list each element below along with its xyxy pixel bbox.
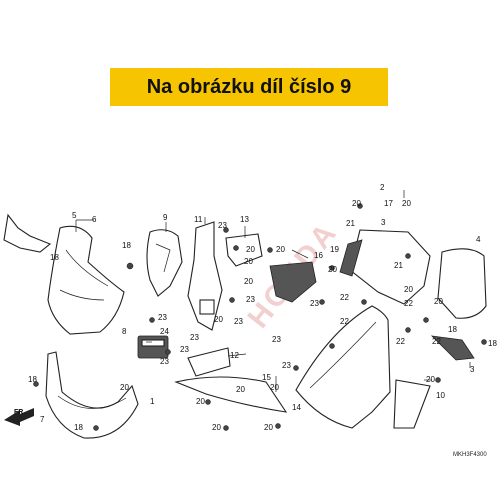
callout-21: 21 xyxy=(346,219,355,228)
callout-9: 9 xyxy=(163,213,168,222)
part-duct xyxy=(187,347,231,377)
callout-15: 15 xyxy=(262,373,271,382)
callout-18: 18 xyxy=(448,325,457,334)
leader-lines xyxy=(75,190,471,392)
part-small-cover xyxy=(225,233,263,267)
callout-12: 12 xyxy=(230,351,239,360)
callout-23: 23 xyxy=(234,317,243,326)
part-lamp-unit xyxy=(137,335,169,359)
callout-7: 7 xyxy=(40,415,45,424)
callout-18: 18 xyxy=(488,339,497,348)
callout-20: 20 xyxy=(402,199,411,208)
callout-20: 20 xyxy=(120,383,129,392)
callout-20: 20 xyxy=(426,375,435,384)
callout-20: 20 xyxy=(196,397,205,406)
callout-23: 23 xyxy=(272,335,281,344)
callout-20: 20 xyxy=(212,423,221,432)
callout-20: 20 xyxy=(434,297,443,306)
callout-3: 3 xyxy=(470,365,475,374)
callout-20: 20 xyxy=(244,257,253,266)
callout-20: 20 xyxy=(276,245,285,254)
front-label: FR. xyxy=(14,409,26,416)
banner-text: Na obrázku díl číslo 9 xyxy=(146,75,352,98)
part-side-inner-panel xyxy=(339,229,431,305)
callout-18: 18 xyxy=(28,375,37,384)
callout-22: 22 xyxy=(404,299,413,308)
callout-23: 23 xyxy=(310,299,319,308)
callout-20: 20 xyxy=(214,315,223,324)
part-lower-cowl xyxy=(45,351,139,439)
callout-23: 23 xyxy=(160,357,169,366)
part-side-garnish xyxy=(430,335,475,361)
callout-6: 6 xyxy=(92,215,97,224)
part-upper-cowl xyxy=(3,213,125,335)
callout-17: 17 xyxy=(384,199,393,208)
callout-23: 23 xyxy=(190,333,199,342)
callout-19: 19 xyxy=(330,245,339,254)
callout-20: 20 xyxy=(352,199,361,208)
callout-23: 23 xyxy=(218,221,227,230)
front-arrow-icon xyxy=(4,408,34,426)
part-dark-panel xyxy=(269,261,317,303)
callout-4: 4 xyxy=(476,235,481,244)
callout-16: 16 xyxy=(314,251,323,260)
callout-labels: 5 6 9 11 23 13 20 20 2 20 17 20 21 3 4 1… xyxy=(28,183,497,432)
fastener-set xyxy=(33,203,487,431)
callout-22: 22 xyxy=(340,293,349,302)
part-center-bracket xyxy=(187,221,223,331)
callout-24: 24 xyxy=(160,327,169,336)
callout-18: 18 xyxy=(74,423,83,432)
callout-10: 10 xyxy=(436,391,445,400)
callout-22: 22 xyxy=(396,337,405,346)
callout-22: 22 xyxy=(432,337,441,346)
callout-1: 1 xyxy=(150,397,155,406)
callout-14: 14 xyxy=(292,403,301,412)
callout-23: 23 xyxy=(282,361,291,370)
callout-13: 13 xyxy=(240,215,249,224)
part-lower-side-piece xyxy=(393,379,431,429)
callout-21: 21 xyxy=(394,261,403,270)
callout-20: 20 xyxy=(404,285,413,294)
part-side-cowl xyxy=(295,305,391,429)
callout-20: 20 xyxy=(236,385,245,394)
part-under-cowl xyxy=(174,376,288,413)
callout-20: 20 xyxy=(264,423,273,432)
callout-3: 3 xyxy=(381,218,386,227)
callout-20: 20 xyxy=(328,265,337,274)
callout-18: 18 xyxy=(122,241,131,250)
callout-23: 23 xyxy=(158,313,167,322)
part-9-inner-panel xyxy=(146,229,183,297)
callout-20: 20 xyxy=(244,277,253,286)
callout-23: 23 xyxy=(246,295,255,304)
callout-23: 23 xyxy=(180,345,189,354)
callout-2: 2 xyxy=(380,183,385,192)
drawing-code: MKH3F4300 xyxy=(453,452,487,458)
callout-5: 5 xyxy=(72,211,77,220)
callout-18: 18 xyxy=(50,253,59,262)
callout-22: 22 xyxy=(340,317,349,326)
callout-11: 11 xyxy=(194,215,203,224)
callout-20: 20 xyxy=(270,383,279,392)
callout-8: 8 xyxy=(122,327,127,336)
callout-20: 20 xyxy=(246,245,255,254)
part-side-pocket xyxy=(437,248,487,319)
highlight-banner: Na obrázku díl číslo 9 xyxy=(110,68,388,106)
